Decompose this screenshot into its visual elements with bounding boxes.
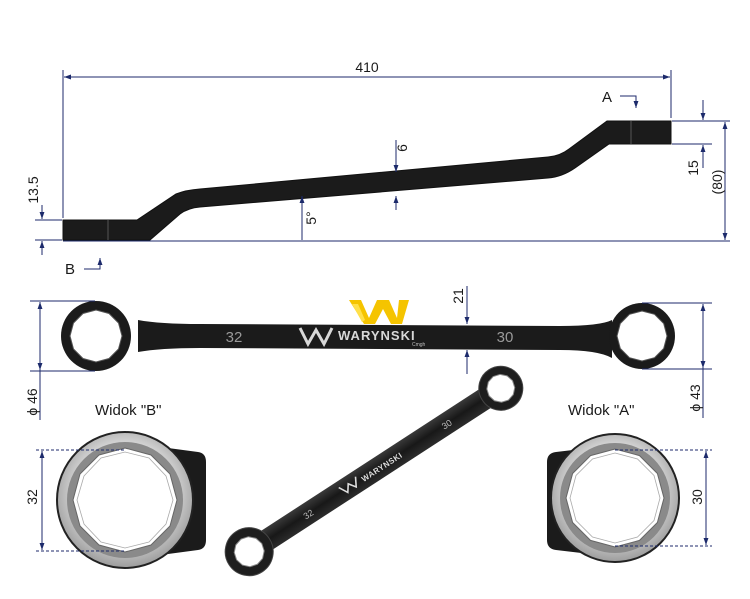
stamp-size-32: 32 <box>226 329 243 346</box>
view-marker-a: A <box>602 89 612 106</box>
brand-mark-icon <box>298 326 334 348</box>
view-b-dodecagon-opening <box>72 447 178 553</box>
view-a-title: Widok "A" <box>568 402 635 419</box>
view-marker-b: B <box>65 261 75 278</box>
dim-thickness-end: 15 <box>685 160 701 176</box>
wrench-top-shank <box>138 320 612 358</box>
view-a-dodecagon-opening <box>565 448 665 548</box>
right-dodecagon-opening <box>616 310 668 362</box>
render-stamp-30: 30 <box>440 418 454 432</box>
wrench-product-render: 32 30 WARYNSKI <box>224 365 524 577</box>
brand-name-top: WARYNSKI <box>338 328 416 343</box>
dim-offset-height: 13.5 <box>25 176 41 203</box>
left-dodecagon-opening <box>69 309 123 363</box>
brand-sub-top: Cmgh <box>412 342 426 348</box>
wrench-side-profile <box>62 120 672 241</box>
view-b: Widok "B" 32 <box>24 402 206 569</box>
dim-total-height: (80) <box>709 170 725 195</box>
dim-diameter-right: ϕ 43 <box>687 384 703 412</box>
dim-thickness-mid: 6 <box>394 144 410 152</box>
side-view: 410 13.5 6 5° 15 (80) A B <box>25 59 730 278</box>
dim-size-a: 30 <box>689 489 705 505</box>
top-view: 32 30 WARYNSKI Cmgh 21 ϕ 46 ϕ 43 <box>24 286 712 420</box>
dim-size-b: 32 <box>24 489 40 505</box>
warynski-logo-icon <box>349 300 409 324</box>
dim-angle: 5° <box>303 211 319 224</box>
dim-overall-length: 410 <box>355 59 379 75</box>
render-stamp-32: 32 <box>302 507 316 521</box>
dim-shank-width: 21 <box>450 288 466 304</box>
stamp-size-30: 30 <box>497 329 514 346</box>
dim-diameter-left: ϕ 46 <box>24 388 40 416</box>
view-b-title: Widok "B" <box>95 402 162 419</box>
view-a: Widok "A" 30 <box>547 402 712 563</box>
